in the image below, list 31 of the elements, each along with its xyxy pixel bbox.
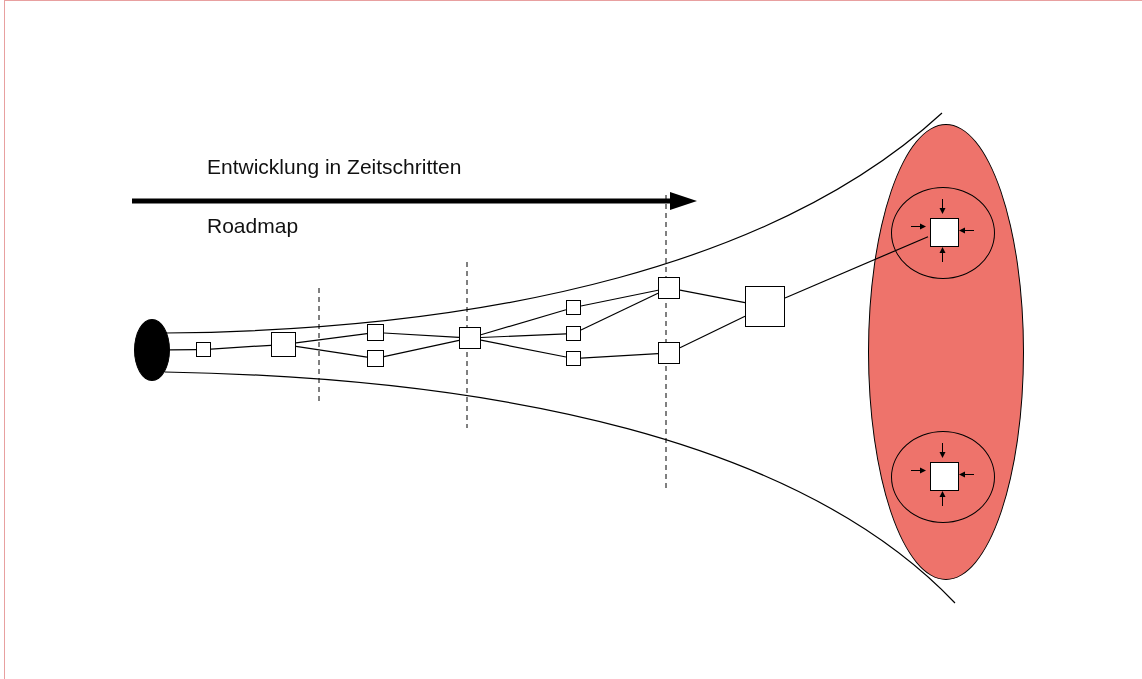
connector-line bbox=[169, 348, 197, 351]
step-box bbox=[745, 286, 785, 327]
connector-line bbox=[210, 344, 272, 350]
connector-line bbox=[480, 339, 567, 358]
step-box bbox=[367, 350, 384, 367]
connector-line bbox=[580, 353, 659, 359]
connector-line bbox=[383, 332, 460, 338]
step-box bbox=[459, 327, 481, 349]
start-ellipse bbox=[134, 319, 170, 381]
connector-line bbox=[784, 236, 929, 299]
connector-line bbox=[580, 292, 659, 331]
connector-line bbox=[480, 333, 567, 339]
step-box bbox=[658, 277, 680, 299]
step-box bbox=[658, 342, 680, 364]
step-box bbox=[367, 324, 384, 341]
connector-line bbox=[383, 339, 460, 358]
step-box bbox=[930, 462, 959, 491]
connector-line bbox=[679, 289, 746, 304]
step-box bbox=[196, 342, 211, 357]
step-box bbox=[930, 218, 959, 247]
connector-line bbox=[480, 309, 567, 336]
step-box bbox=[566, 351, 581, 366]
note-text: Roadmap bbox=[207, 214, 299, 238]
heading-text: Entwicklung in Zeitschritten bbox=[207, 155, 462, 179]
step-box bbox=[271, 332, 296, 357]
step-box bbox=[566, 300, 581, 315]
connector-line bbox=[295, 345, 368, 358]
connector-line bbox=[295, 333, 368, 344]
connector-line bbox=[679, 315, 746, 349]
connector-line bbox=[580, 289, 659, 307]
step-box bbox=[566, 326, 581, 341]
